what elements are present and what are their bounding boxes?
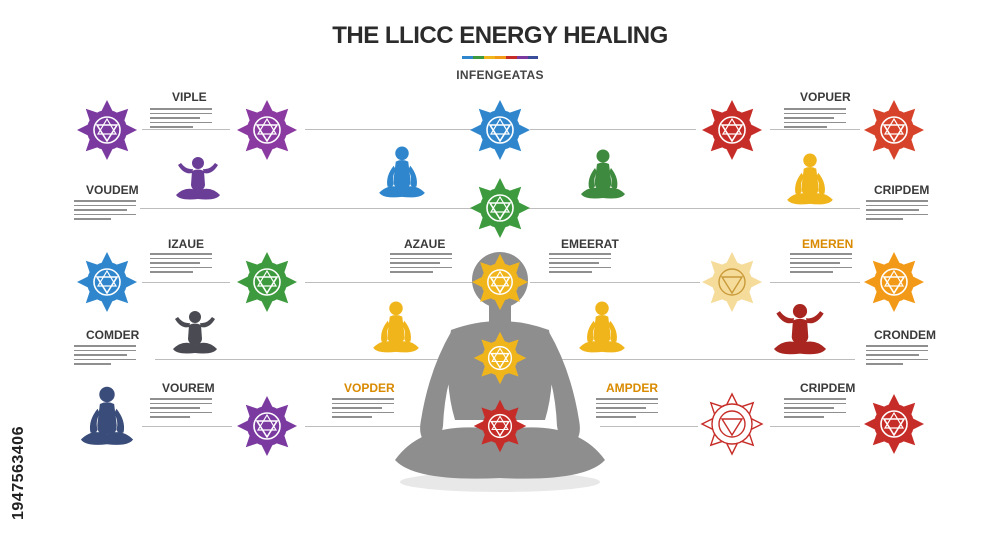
page-subtitle: INFENGEATAS: [456, 68, 544, 82]
label-emeerat: EMEERAT: [561, 237, 619, 251]
connector-line-row3-mid: [305, 282, 475, 283]
label-ampder: AMPDER: [606, 381, 659, 395]
meditator-armsup-violet-icon: [176, 157, 220, 200]
text-block-ampder: [596, 398, 658, 421]
text-block-comder: [74, 345, 136, 368]
red-root-chakra-icon: [473, 399, 527, 453]
label-izaue: IZAUE: [168, 237, 204, 251]
text-block-vourem: [150, 398, 212, 421]
text-block-voudem: [74, 200, 136, 223]
yellow-solar-chakra-icon: [473, 331, 527, 385]
label-cripdem-top: CRIPDEM: [874, 183, 930, 197]
stock-id-watermark: 1947563406: [10, 426, 27, 520]
connector-line-row1-mid: [305, 129, 475, 130]
connector-line-row5-left: [142, 426, 232, 427]
meditator-yellow-far-icon: [787, 153, 833, 205]
text-block-viple: [150, 108, 212, 131]
meditator-yellow-right-icon: [579, 301, 625, 353]
text-block-cripdem-top: [866, 200, 928, 223]
connector-line-row5-far: [770, 426, 860, 427]
green-chakra-icon: [237, 252, 297, 312]
meditator-indigo-icon: [80, 386, 134, 445]
rainbow-divider: [462, 56, 538, 59]
connector-line-row3-far: [770, 282, 860, 283]
text-block-emeren: [790, 253, 852, 276]
meditator-blue-icon: [379, 146, 425, 198]
meditator-green-icon: [581, 149, 625, 199]
text-block-azaue: [390, 253, 452, 276]
red-chakra-icon-2: [864, 100, 924, 160]
yellow-crown-chakra-icon: [471, 253, 529, 311]
connector-line-row1-left: [142, 129, 230, 130]
label-comder: COMDER: [86, 328, 140, 342]
label-cripdem-bottom: CRIPDEM: [800, 381, 856, 395]
meditator-armsup-red-icon: [774, 304, 826, 355]
green-heart-chakra-icon: [470, 178, 530, 238]
label-viple: VIPLE: [172, 90, 207, 104]
text-block-cripdem-bottom: [784, 398, 846, 421]
violet-chakra-icon-3: [237, 396, 297, 456]
label-crondem: CRONDEM: [874, 328, 936, 342]
connector-line-row1-far: [770, 129, 860, 130]
red-chakra-icon: [702, 100, 762, 160]
connector-line-row5-mid: [305, 426, 435, 427]
label-azaue: AZAUE: [404, 237, 446, 251]
label-vourem: VOUREM: [162, 381, 215, 395]
connector-line-row3-left: [142, 282, 230, 283]
label-voudem: VOUDEM: [86, 183, 139, 197]
text-block-emeerat: [549, 253, 611, 276]
label-vopuer: VOPUER: [800, 90, 851, 104]
outline-red-chakra-icon: [701, 393, 763, 455]
label-vopder: VOPDER: [344, 381, 395, 395]
orange-chakra-icon: [864, 252, 924, 312]
text-block-crondem: [866, 345, 928, 368]
meditator-stretch-gray-icon: [173, 311, 217, 354]
page-title: THE LLICC ENERGY HEALING: [332, 22, 668, 49]
blue-throat-chakra-icon: [470, 100, 530, 160]
pale-yellow-chakra-icon: [702, 252, 762, 312]
blue-chakra-icon: [77, 252, 137, 312]
text-block-vopuer: [784, 108, 846, 131]
connector-line-row5-right: [600, 426, 698, 427]
text-block-vopder: [332, 398, 394, 421]
connector-line-row3-right: [530, 282, 700, 283]
connector-line-row1-right: [530, 129, 696, 130]
red-chakra-icon-3: [864, 394, 924, 454]
violet-chakra-icon-2: [237, 100, 297, 160]
violet-chakra-icon: [77, 100, 137, 160]
label-emeren: EMEREN: [802, 237, 854, 251]
text-block-izaue: [150, 253, 212, 276]
